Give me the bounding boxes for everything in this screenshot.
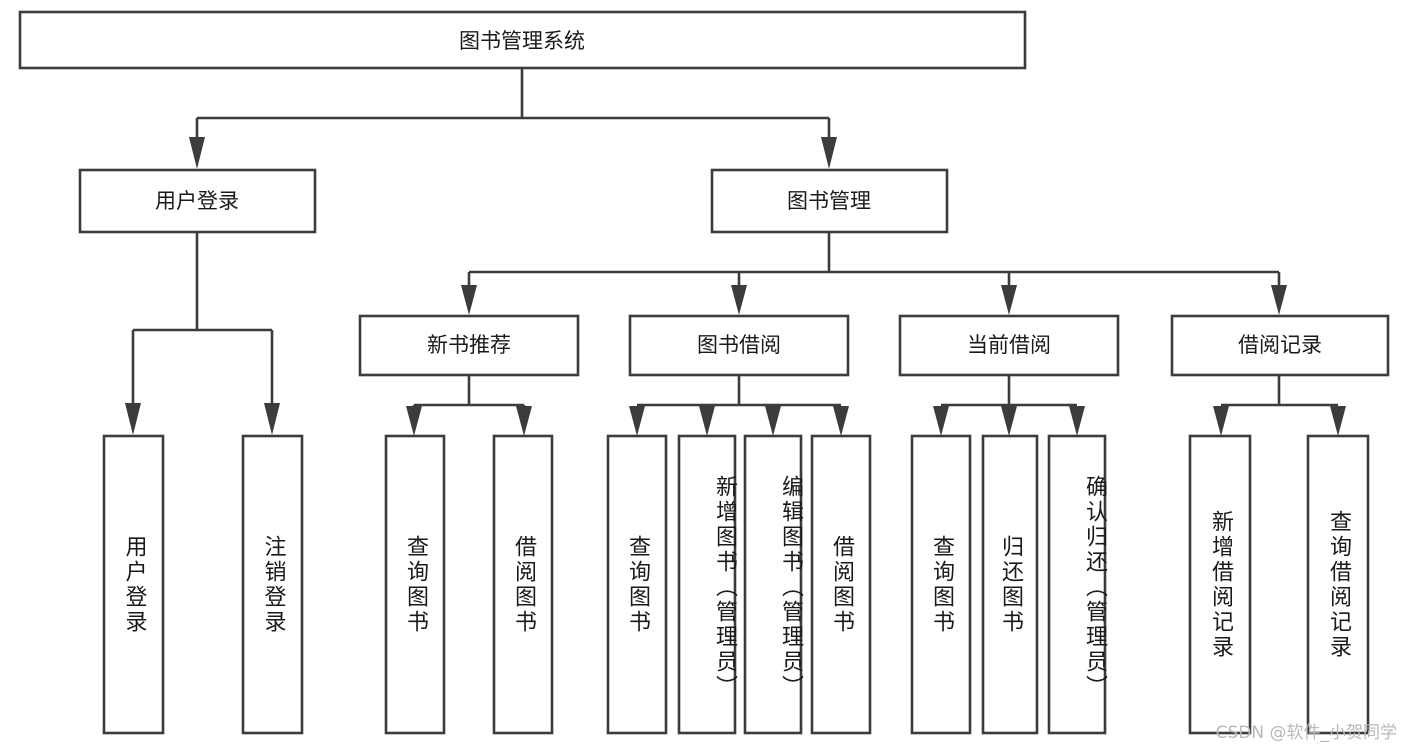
arrow-book-manage-current-borrow	[1001, 285, 1017, 315]
node-current-borrow-label: 当前借阅	[967, 333, 1051, 357]
arrow-user-login-leaf2	[264, 403, 280, 435]
arrow-book-manage-new-book	[461, 285, 477, 315]
leaf-box-new-book-1[interactable]	[384, 434, 446, 735]
node-borrow-record[interactable]: 借阅记录	[1170, 314, 1390, 377]
leaf-box-book-borrow-4[interactable]	[810, 434, 872, 735]
node-borrow-record-box[interactable]	[1170, 314, 1390, 377]
node-new-book-label: 新书推荐	[427, 333, 511, 357]
node-user-login-box[interactable]	[78, 168, 317, 234]
arrow-new-book-leaf2	[516, 406, 532, 436]
arrow-book-borrow-leaf1	[629, 406, 645, 436]
csdn-watermark: CSDN @软件_小贺同学	[1215, 723, 1397, 743]
connector-group-user-login	[125, 232, 280, 435]
node-book-borrow-label: 图书借阅	[697, 333, 781, 357]
leaf-box-current-borrow-3[interactable]	[1047, 434, 1107, 735]
arrow-borrow-record-leaf1	[1213, 406, 1229, 436]
leaf-box-user-login-2[interactable]	[241, 434, 304, 735]
connector-group-current-borrow	[933, 375, 1085, 436]
node-book-manage-box[interactable]	[710, 168, 949, 234]
arrow-borrow-record-leaf2	[1330, 406, 1346, 436]
leaf-box-borrow-record-2[interactable]	[1306, 434, 1370, 735]
node-user-login-label: 用户登录	[155, 189, 239, 213]
connector-group-book-borrow	[629, 375, 849, 436]
node-root[interactable]: 图书管理系统	[18, 10, 1027, 70]
connector-group-book-manage	[461, 232, 1287, 315]
leaf-box-current-borrow-2[interactable]	[981, 434, 1039, 735]
connector-group-borrow-record	[1213, 375, 1346, 436]
arrow-book-manage-book-borrow	[731, 285, 747, 315]
node-book-manage-label: 图书管理	[787, 189, 871, 213]
node-book-manage[interactable]: 图书管理	[710, 168, 949, 234]
arrow-book-borrow-leaf2	[699, 406, 715, 436]
node-book-borrow-box[interactable]	[628, 314, 850, 377]
leaf-box-book-borrow-1[interactable]	[606, 434, 668, 735]
leaf-box-user-login-1[interactable]	[102, 434, 165, 735]
node-root-box[interactable]	[18, 10, 1027, 70]
arrow-current-borrow-leaf2	[1001, 406, 1017, 436]
leaf-box-borrow-record-1[interactable]	[1188, 434, 1252, 735]
leaf-box-book-borrow-2[interactable]	[677, 434, 737, 735]
arrow-book-borrow-leaf4	[833, 406, 849, 436]
node-borrow-record-label: 借阅记录	[1238, 333, 1322, 357]
leaf-box-current-borrow-1[interactable]	[910, 434, 972, 735]
arrow-current-borrow-leaf1	[933, 406, 949, 436]
arrow-current-borrow-leaf3	[1069, 406, 1085, 436]
arrow-root-to-book-manage	[821, 137, 837, 169]
arrow-book-manage-borrow-record	[1271, 285, 1287, 315]
node-new-book[interactable]: 新书推荐	[358, 314, 580, 377]
node-current-borrow-box[interactable]	[898, 314, 1120, 377]
connector-group-root	[189, 68, 837, 169]
connector-group-new-book	[406, 375, 532, 436]
arrow-new-book-leaf1	[406, 406, 422, 436]
node-book-borrow[interactable]: 图书借阅	[628, 314, 850, 377]
arrow-root-to-user-login	[189, 137, 205, 169]
node-root-label: 图书管理系统	[459, 29, 585, 53]
leaf-box-new-book-2[interactable]	[492, 434, 554, 735]
node-user-login[interactable]: 用户登录	[78, 168, 317, 234]
leaf-box-book-borrow-3[interactable]	[743, 434, 803, 735]
arrow-user-login-leaf1	[125, 403, 141, 435]
node-current-borrow[interactable]: 当前借阅	[898, 314, 1120, 377]
arrow-book-borrow-leaf3	[765, 406, 781, 436]
node-new-book-box[interactable]	[358, 314, 580, 377]
